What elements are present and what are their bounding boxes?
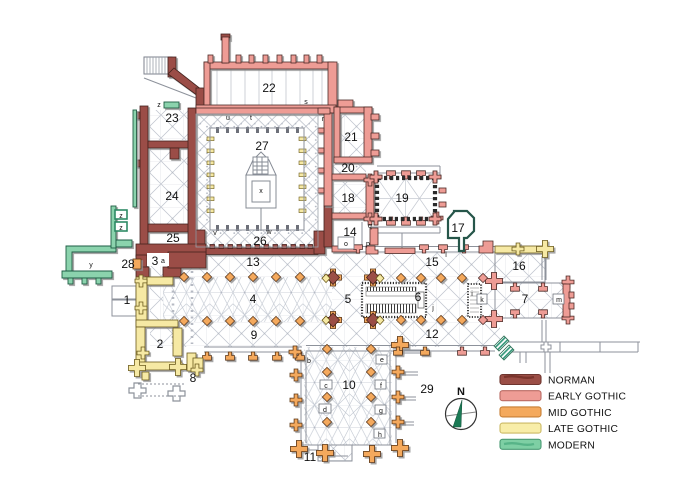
svg-text:t: t <box>250 115 252 122</box>
svg-text:13: 13 <box>246 255 260 269</box>
svg-text:17: 17 <box>451 221 465 235</box>
svg-text:MODERN: MODERN <box>548 440 595 451</box>
svg-text:r: r <box>322 116 325 123</box>
svg-text:y: y <box>89 262 93 269</box>
svg-text:v: v <box>213 230 217 237</box>
svg-text:14: 14 <box>343 225 357 239</box>
svg-text:3: 3 <box>152 254 159 268</box>
svg-text:z: z <box>119 225 123 232</box>
svg-text:27: 27 <box>255 139 269 153</box>
svg-text:10: 10 <box>342 378 356 392</box>
svg-text:s: s <box>304 99 308 106</box>
svg-text:18: 18 <box>341 191 355 205</box>
svg-text:20: 20 <box>341 161 355 175</box>
svg-text:22: 22 <box>262 81 276 95</box>
svg-text:d: d <box>323 407 327 414</box>
svg-text:7: 7 <box>522 292 529 306</box>
svg-text:29: 29 <box>420 382 434 396</box>
svg-text:k: k <box>480 297 484 304</box>
svg-text:16: 16 <box>512 259 526 273</box>
svg-text:LATE GOTHIC: LATE GOTHIC <box>548 424 618 435</box>
svg-text:N: N <box>457 386 465 398</box>
svg-text:b: b <box>307 358 311 365</box>
svg-text:5: 5 <box>345 292 352 306</box>
svg-text:21: 21 <box>344 130 358 144</box>
svg-text:6: 6 <box>415 290 422 304</box>
svg-text:2: 2 <box>157 337 164 351</box>
svg-text:p: p <box>366 241 370 248</box>
svg-text:19: 19 <box>395 191 409 205</box>
svg-text:g: g <box>379 408 383 415</box>
svg-text:f: f <box>380 383 382 390</box>
svg-text:28: 28 <box>121 257 135 271</box>
svg-text:w: w <box>265 229 272 236</box>
svg-text:j: j <box>431 305 434 312</box>
svg-text:l: l <box>445 252 447 259</box>
svg-text:h: h <box>378 432 382 439</box>
svg-text:u: u <box>226 115 230 122</box>
svg-text:25: 25 <box>166 231 180 245</box>
svg-text:i: i <box>471 291 473 298</box>
svg-text:x: x <box>259 188 263 195</box>
svg-text:9: 9 <box>251 328 258 342</box>
svg-text:z: z <box>157 102 161 109</box>
svg-text:e: e <box>380 357 384 364</box>
svg-text:NORMAN: NORMAN <box>548 376 595 387</box>
svg-text:11: 11 <box>304 450 317 464</box>
svg-text:4: 4 <box>250 292 257 306</box>
svg-text:1: 1 <box>124 293 131 307</box>
svg-text:26: 26 <box>253 234 267 248</box>
svg-text:23: 23 <box>165 111 179 125</box>
svg-text:c: c <box>324 383 328 390</box>
svg-text:15: 15 <box>425 255 439 269</box>
svg-text:8: 8 <box>190 371 197 385</box>
svg-text:a: a <box>161 258 165 265</box>
svg-text:EARLY GOTHIC: EARLY GOTHIC <box>548 392 626 403</box>
svg-text:m: m <box>556 297 562 304</box>
svg-text:MID GOTHIC: MID GOTHIC <box>548 408 612 419</box>
svg-text:24: 24 <box>165 189 179 203</box>
svg-text:q: q <box>368 223 372 230</box>
svg-text:o: o <box>344 241 348 248</box>
svg-text:z: z <box>119 213 123 220</box>
svg-text:12: 12 <box>425 327 439 341</box>
